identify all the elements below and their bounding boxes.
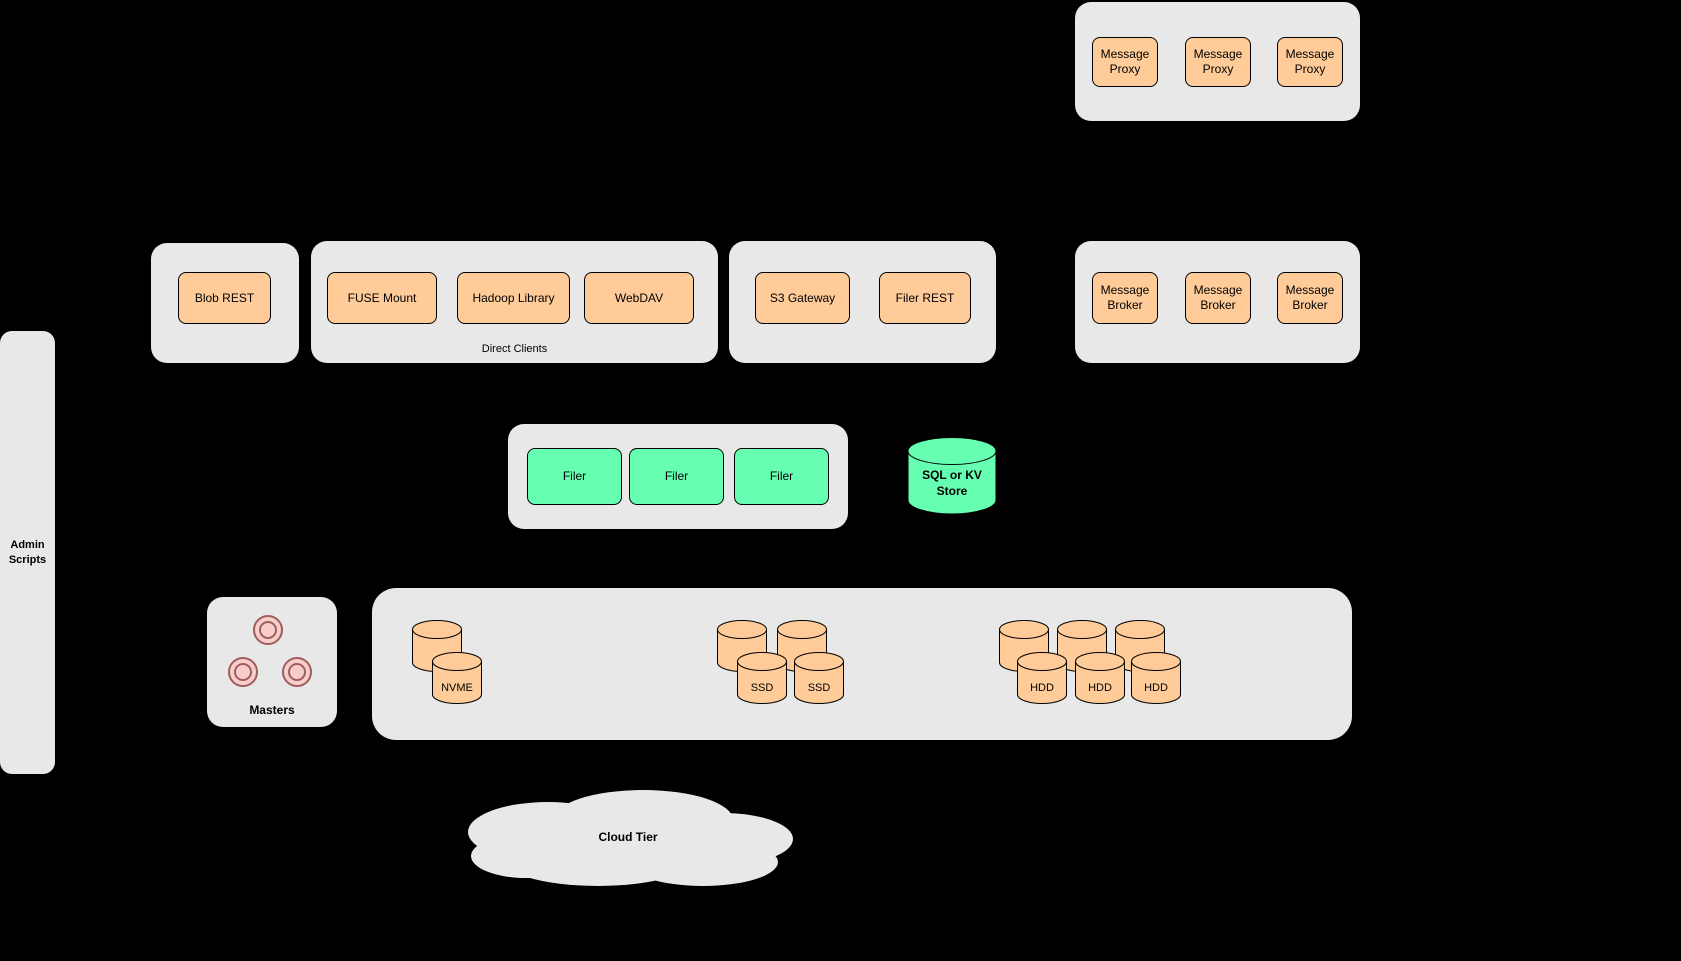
message-broker-node: Message Broker (1092, 272, 1158, 324)
database-cylinder-icon (907, 437, 997, 515)
hadoop-library-label: Hadoop Library (472, 290, 555, 305)
database-cylinder-icon (432, 652, 482, 704)
hdd-label: HDD (1088, 682, 1112, 695)
nvme-cylinder-back (412, 620, 462, 672)
message-broker-node: Message Broker (1185, 272, 1251, 324)
ssd-label: SSD (750, 682, 774, 695)
message-broker-group: Message Broker Message Broker Message Br… (1075, 241, 1360, 363)
sql-kv-store-label: SQL or KV Store (922, 468, 982, 498)
filer-rest-label: Filer REST (895, 290, 955, 305)
sql-kv-store-cylinder: SQL or KV Store (907, 437, 997, 515)
admin-scripts-label: Admin Scripts (8, 539, 47, 566)
message-broker-label: Message Broker (1285, 283, 1335, 312)
cloud-icon (468, 790, 793, 886)
message-proxy-label: Message Proxy (1285, 47, 1335, 76)
direct-clients-group: FUSE Mount Hadoop Library WebDAV Direct … (311, 241, 718, 363)
database-cylinder-icon (1017, 652, 1067, 704)
master-node-inner-circle (259, 621, 277, 639)
cloud-tier-label: Cloud Tier (598, 830, 658, 844)
message-proxy-node: Message Proxy (1185, 37, 1251, 87)
message-proxy-node: Message Proxy (1092, 37, 1158, 87)
hadoop-library-node: Hadoop Library (457, 272, 570, 324)
nvme-cylinder: NVME (432, 652, 482, 704)
webdav-label: WebDAV (614, 290, 664, 305)
filer-node: Filer (527, 448, 622, 505)
filer-label: Filer (562, 469, 587, 483)
hdd-label: HDD (1030, 682, 1054, 695)
database-cylinder-icon (1075, 652, 1125, 704)
message-proxy-node: Message Proxy (1277, 37, 1343, 87)
filer-node: Filer (734, 448, 829, 505)
ssd-cylinder: SSD (737, 652, 787, 704)
database-cylinder-icon (412, 620, 462, 672)
filer-label: Filer (664, 469, 689, 483)
admin-scripts-panel: Admin Scripts (0, 331, 55, 774)
s3-gateway-node: S3 Gateway (755, 272, 850, 324)
master-node-inner-circle (288, 663, 306, 681)
hdd-cylinder: HDD (1131, 652, 1181, 704)
blob-rest-label: Blob REST (194, 290, 255, 305)
master-node-icon (282, 657, 312, 687)
hdd-cylinder: HDD (1075, 652, 1125, 704)
database-cylinder-icon (794, 652, 844, 704)
database-cylinder-icon (737, 652, 787, 704)
message-proxy-group: Message Proxy Message Proxy Message Prox… (1075, 2, 1360, 121)
filer-node: Filer (629, 448, 724, 505)
message-broker-node: Message Broker (1277, 272, 1343, 324)
webdav-node: WebDAV (584, 272, 694, 324)
hdd-label: HDD (1144, 682, 1168, 695)
message-broker-label: Message Broker (1193, 283, 1243, 312)
cloud-tier-shape: Cloud Tier (448, 784, 808, 896)
message-broker-label: Message Broker (1100, 283, 1150, 312)
ssd-cylinder: SSD (794, 652, 844, 704)
fuse-mount-node: FUSE Mount (327, 272, 437, 324)
filer-label: Filer (769, 469, 794, 483)
masters-group: Masters (207, 597, 337, 727)
filer-group: Filer Filer Filer (508, 424, 848, 529)
message-proxy-label: Message Proxy (1193, 47, 1243, 76)
master-node-inner-circle (234, 663, 252, 681)
gateway-group: S3 Gateway Filer REST (729, 241, 996, 363)
fuse-mount-label: FUSE Mount (347, 290, 417, 305)
blob-rest-node: Blob REST (178, 272, 271, 324)
database-cylinder-icon (1131, 652, 1181, 704)
direct-clients-caption: Direct Clients (481, 343, 548, 355)
ssd-label: SSD (807, 682, 831, 695)
master-node-icon (228, 657, 258, 687)
message-proxy-label: Message Proxy (1100, 47, 1150, 76)
nvme-label: NVME (441, 682, 473, 695)
filer-rest-node: Filer REST (879, 272, 971, 324)
masters-caption: Masters (249, 703, 295, 717)
blob-rest-group: Blob REST (151, 243, 299, 363)
master-node-icon (253, 615, 283, 645)
s3-gateway-label: S3 Gateway (769, 290, 836, 305)
volume-servers-group: NVME SSD SSD (372, 588, 1352, 740)
hdd-cylinder: HDD (1017, 652, 1067, 704)
